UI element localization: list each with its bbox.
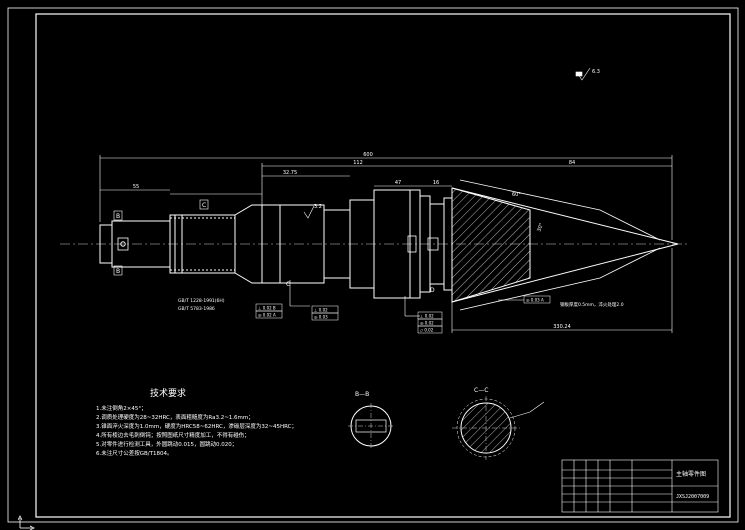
dim-84: 84 — [569, 160, 575, 166]
note-line-5: 5.对零件进行检测工具，外圆跳动0.015，圆跳动0.020； — [96, 440, 237, 448]
dim-angle-30: 30° — [536, 222, 545, 233]
tol-2b: ◎ 0.03 — [314, 315, 328, 320]
dimension-texts: 600 112 84 32.75 55 47 16 330.24 60° 30° — [133, 152, 575, 330]
note-line-6: 6.未注尺寸公差按GB/T1804。 — [96, 449, 173, 457]
tol-3b: ◎ 0.02 — [420, 321, 434, 326]
dim-112: 112 — [353, 160, 363, 166]
section-b-label: B—B — [355, 391, 369, 398]
cone-tip — [451, 179, 679, 311]
thread-note-2: GB/T 5783-1986 — [178, 306, 215, 312]
dim-16: 16 — [433, 180, 439, 186]
title-part-name: 主轴零件图 — [676, 470, 706, 478]
outer-border — [7, 7, 739, 523]
note-line-1: 1.未注倒角2×45°； — [96, 404, 147, 412]
note-line-3: 3.锥面淬火深度为1.0mm，硬度为HRC58~62HRC，渗碳层深度为32~4… — [96, 422, 297, 430]
annotations: GB/T 1228-1991(6H) GB/T 5783-1986 钢板厚度0.… — [178, 298, 624, 312]
note-line-2: 2.调质处理硬度为28~32HRC，表面粗糙度为Ra3.2~1.6mm； — [96, 413, 254, 421]
dim-330: 330.24 — [553, 324, 571, 330]
section-b-b: B—B — [348, 391, 394, 449]
title-block: 主轴零件图 JXSJ2007009 — [561, 459, 719, 513]
surface-mark-top: 6.3 — [592, 69, 600, 75]
note-line-4: 4.所有棱边去毛刺倒钝；按照图纸尺寸精度加工，不得有碰伤； — [96, 431, 250, 439]
dim-angle-60: 60° — [512, 192, 521, 198]
tol-1b: ◎ 0.02 A — [258, 313, 276, 318]
datum-b-lower: B — [116, 268, 120, 275]
tol-cone: ◎ 0.03 A — [526, 298, 544, 303]
thread-note-1: GB/T 1228-1991(6H) — [178, 298, 225, 304]
inner-border — [35, 13, 731, 518]
ucs-axis-icon — [18, 515, 35, 530]
dim-47: 47 — [395, 180, 401, 186]
surface-marks: 6.3 3.2 — [303, 67, 600, 219]
tol-3c: ▱ 0.02 — [420, 328, 434, 333]
drawing-frame — [7, 7, 739, 523]
cone-note: 钢板厚度0.5mm，淬火处理2.0 — [560, 301, 624, 308]
datum-d: D — [430, 287, 435, 294]
datum-c: C — [286, 281, 290, 288]
datum-c-label: C — [202, 202, 206, 209]
tol-3a: ⊥ 0.02 — [420, 314, 434, 319]
datum-b-upper: B — [116, 213, 120, 220]
dim-55: 55 — [133, 184, 139, 190]
technical-notes: 技术要求 1.未注倒角2×45°； 2.调质处理硬度为28~32HRC，表面粗糙… — [96, 387, 297, 457]
dim-32-75: 32.75 — [283, 170, 297, 176]
tol-2a: ⊥ 0.02 — [314, 308, 328, 313]
dimension-lines — [99, 155, 673, 333]
surface-mark-mid: 3.2 — [314, 204, 322, 210]
section-c-c: C—C — [452, 387, 545, 460]
tol-1a: ⊥ 0.02 B — [258, 306, 276, 311]
section-c-label: C—C — [474, 387, 488, 394]
title-drawing-number: JXSJ2007009 — [676, 494, 709, 500]
datum-labels: B B C C D — [113, 199, 435, 294]
dim-overall-length: 600 — [363, 152, 373, 158]
tolerance-frames: ⊥ 0.02 B ◎ 0.02 A ⊥ 0.02 ◎ 0.03 ⊥ 0.02 ◎… — [255, 295, 551, 334]
notes-heading: 技术要求 — [150, 387, 186, 399]
